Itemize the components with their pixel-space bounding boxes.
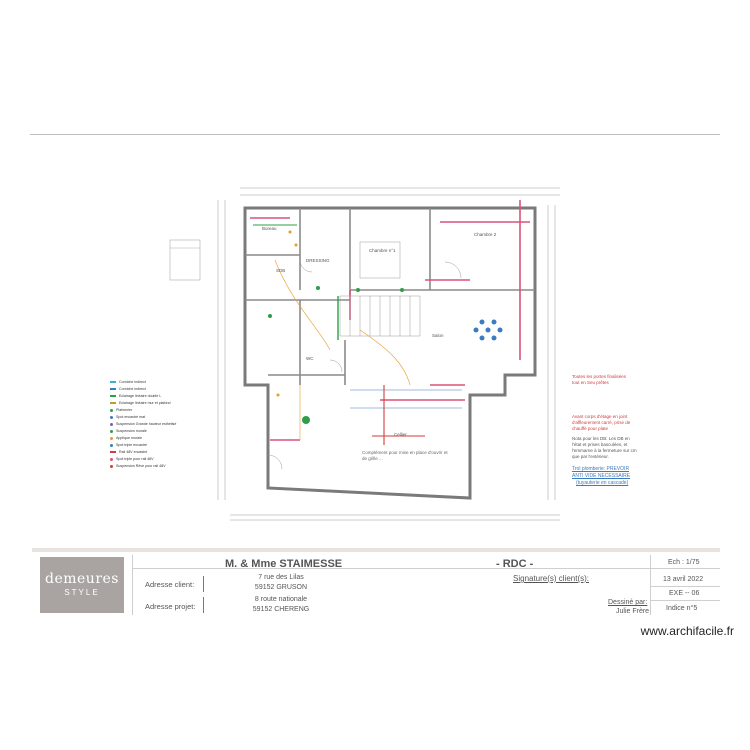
index-number: Indice n°5: [666, 605, 698, 612]
exterior-walls: [243, 206, 537, 500]
room-label-bureau: Bureau: [262, 226, 277, 231]
legend-item: Suspension murale: [110, 429, 147, 433]
room-label-cellier: Cellier: [394, 432, 407, 437]
note-doors: Toutes les portes finalisées tout en Seu…: [572, 374, 627, 385]
note-plumbing-1: Trol plomberie: PREVOIR: [572, 466, 630, 472]
legend-item: Spot triple pour rail 48V: [110, 457, 154, 461]
drawn-by-label: Dessiné par:: [608, 599, 648, 606]
note-joint: Avant corps d'étage en joint d'affleurem…: [572, 414, 631, 431]
client-address-line2: 59152 GRUSON: [254, 584, 308, 591]
legend-item: Rail 48V encastré: [110, 450, 147, 454]
legend-item: Plafonnier: [110, 408, 132, 412]
signature-label: Signature(s) client(s):: [513, 574, 590, 583]
project-address-label: Adresse projet:: [145, 602, 196, 611]
rail-48v: [372, 385, 425, 445]
top-rule: [30, 134, 720, 135]
client-address-line1: 7 rue des Lilas: [258, 574, 304, 581]
floor-plan: [169, 187, 560, 521]
client-address-label: Adresse client:: [145, 580, 195, 589]
note-center: Complément pour mise en place d'ouvrir e…: [362, 450, 448, 461]
ceiling-lights: [268, 286, 404, 424]
bed: [359, 241, 401, 279]
interior-walls: [245, 208, 535, 385]
room-label-salon: Salon: [432, 333, 444, 338]
date: 13 avril 2022: [663, 576, 704, 583]
legend-item: Eclairage linéaire double L: [110, 394, 161, 398]
legend-item: Corniche indirect: [110, 387, 146, 391]
exe-number: EXE -- 06: [669, 590, 700, 597]
note-plumbing-2: ANTI VIDE NECESSAIRE: [572, 473, 631, 479]
note-plumbing-3: (tuyauterie en cascade): [576, 480, 629, 486]
room-label-chambre1: Chambre n°1: [369, 248, 396, 253]
doors: [267, 259, 462, 470]
room-label-wc: WC: [306, 356, 314, 361]
legend-item: Applique murale: [110, 436, 142, 440]
room-label-chambre2: Chambre 2: [474, 232, 497, 237]
spot-cluster: [473, 319, 503, 341]
drawn-by-name: Julie Frère: [616, 608, 650, 615]
legend-item: Eclairage linéaire mur et plafond: [110, 401, 171, 405]
wiring: [274, 259, 411, 440]
dimension-lines: [217, 187, 560, 521]
legend-item: Corniche indirect: [110, 380, 146, 384]
title-block: [32, 548, 720, 620]
level-title: - RDC -: [496, 558, 534, 570]
company-logo: demeures STYLE: [40, 557, 124, 613]
project-address-line1: 8 route nationale: [254, 596, 308, 603]
legend-item: Suspension Rêve pour rail 48V: [110, 464, 166, 468]
project-address-line2: 59152 CHERENG: [252, 606, 310, 613]
watermark-url[interactable]: www.archifacile.fr: [640, 624, 734, 638]
legend-item: Spot encastré mat: [110, 415, 145, 419]
legend-item: Spot triple encastré: [110, 443, 147, 447]
client-name: M. & Mme STAIMESSE: [225, 558, 343, 570]
room-label-sdb: SDB: [276, 268, 286, 273]
legend-item: Suspension Grande hauteur esthétisé: [110, 422, 176, 426]
room-label-dressing: DRESSING: [306, 258, 330, 263]
scale: Ech : 1/75: [668, 559, 700, 566]
staircase: [339, 295, 421, 337]
note-db: Nota pour les DB: Les DB en l'état et pr…: [572, 436, 637, 459]
